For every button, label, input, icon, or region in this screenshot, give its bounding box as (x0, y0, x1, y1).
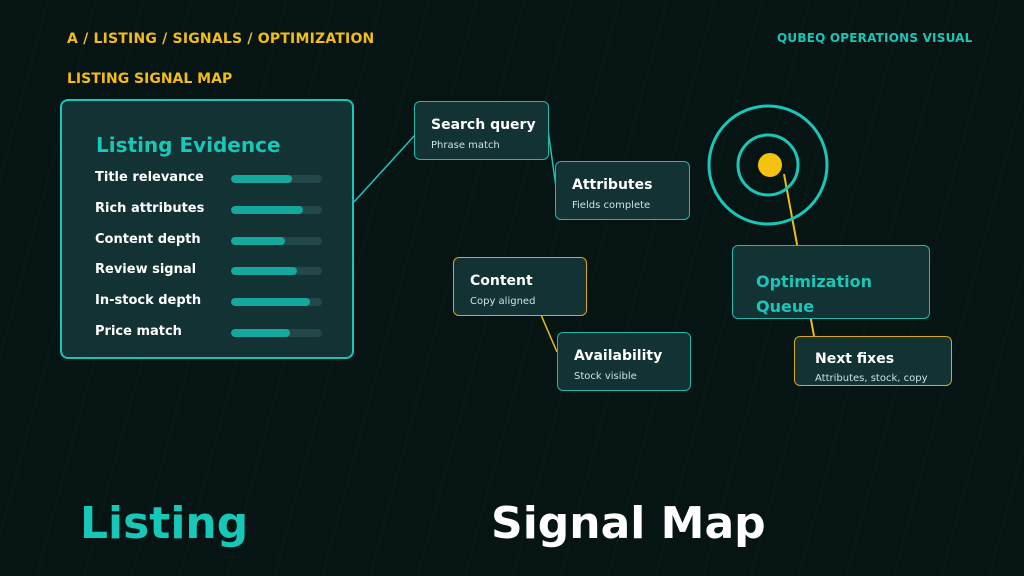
node-subtitle: Phrase match (431, 140, 500, 151)
metric-label: Price match (95, 324, 182, 339)
metric-label: Title relevance (95, 170, 204, 185)
metric-bar-track (231, 329, 322, 337)
node-content: Content Copy aligned (453, 257, 587, 316)
metric-bar-track (231, 298, 322, 307)
footer-title-left: Listing (80, 498, 249, 549)
metric-row: Rich attributes (95, 200, 323, 220)
node-subtitle: Fields complete (572, 200, 651, 211)
metric-label: Rich attributes (95, 200, 205, 216)
metric-row: Content depth (95, 231, 323, 251)
metric-bar-fill (231, 175, 292, 183)
metric-row: Title relevance (95, 169, 323, 189)
metric-bar-track (231, 205, 322, 214)
node-subtitle: Attributes, stock, copy (815, 373, 928, 384)
metric-bar-fill (231, 267, 298, 276)
metric-row: In-stock depth (95, 292, 323, 312)
connector-evidence-search (353, 134, 416, 203)
footer-title-right: Signal Map (491, 498, 766, 549)
metric-label: In-stock depth (95, 293, 202, 309)
node-title: Search query (431, 117, 536, 133)
metric-bar-fill (231, 329, 291, 337)
metric-bar-fill (231, 205, 303, 214)
evidence-title: Listing Evidence (96, 133, 281, 157)
metric-row: Review signal (95, 261, 323, 281)
node-title: Attributes (572, 177, 653, 193)
metric-row: Price match (95, 323, 323, 343)
section-title: LISTING SIGNAL MAP (67, 71, 233, 87)
queue-label: Optimization Queue (756, 272, 872, 316)
node-search-query: Search query Phrase match (414, 101, 549, 160)
node-title: Availability (574, 348, 663, 364)
metric-bar-track (231, 267, 322, 276)
metric-bar-track (231, 236, 322, 245)
node-attributes: Attributes Fields complete (555, 161, 690, 220)
node-title: Content (470, 273, 533, 289)
metric-bar-fill (231, 236, 285, 245)
node-next-fixes: Next fixes Attributes, stock, copy (794, 336, 952, 386)
brand-label: QUBEQ OPERATIONS VISUAL (777, 31, 973, 45)
metric-label: Review signal (95, 262, 197, 278)
node-title: Next fixes (815, 351, 895, 367)
metric-bar-fill (231, 298, 311, 307)
node-subtitle: Stock visible (574, 371, 637, 382)
node-subtitle: Copy aligned (470, 296, 536, 307)
breadcrumb: A / LISTING / SIGNALS / OPTIMIZATION (67, 31, 375, 47)
optimization-queue-card: Optimization Queue (732, 245, 930, 319)
metric-bar-track (231, 175, 322, 183)
target-rings-icon (707, 104, 829, 226)
node-availability: Availability Stock visible (557, 332, 691, 391)
metric-label: Content depth (95, 231, 201, 247)
